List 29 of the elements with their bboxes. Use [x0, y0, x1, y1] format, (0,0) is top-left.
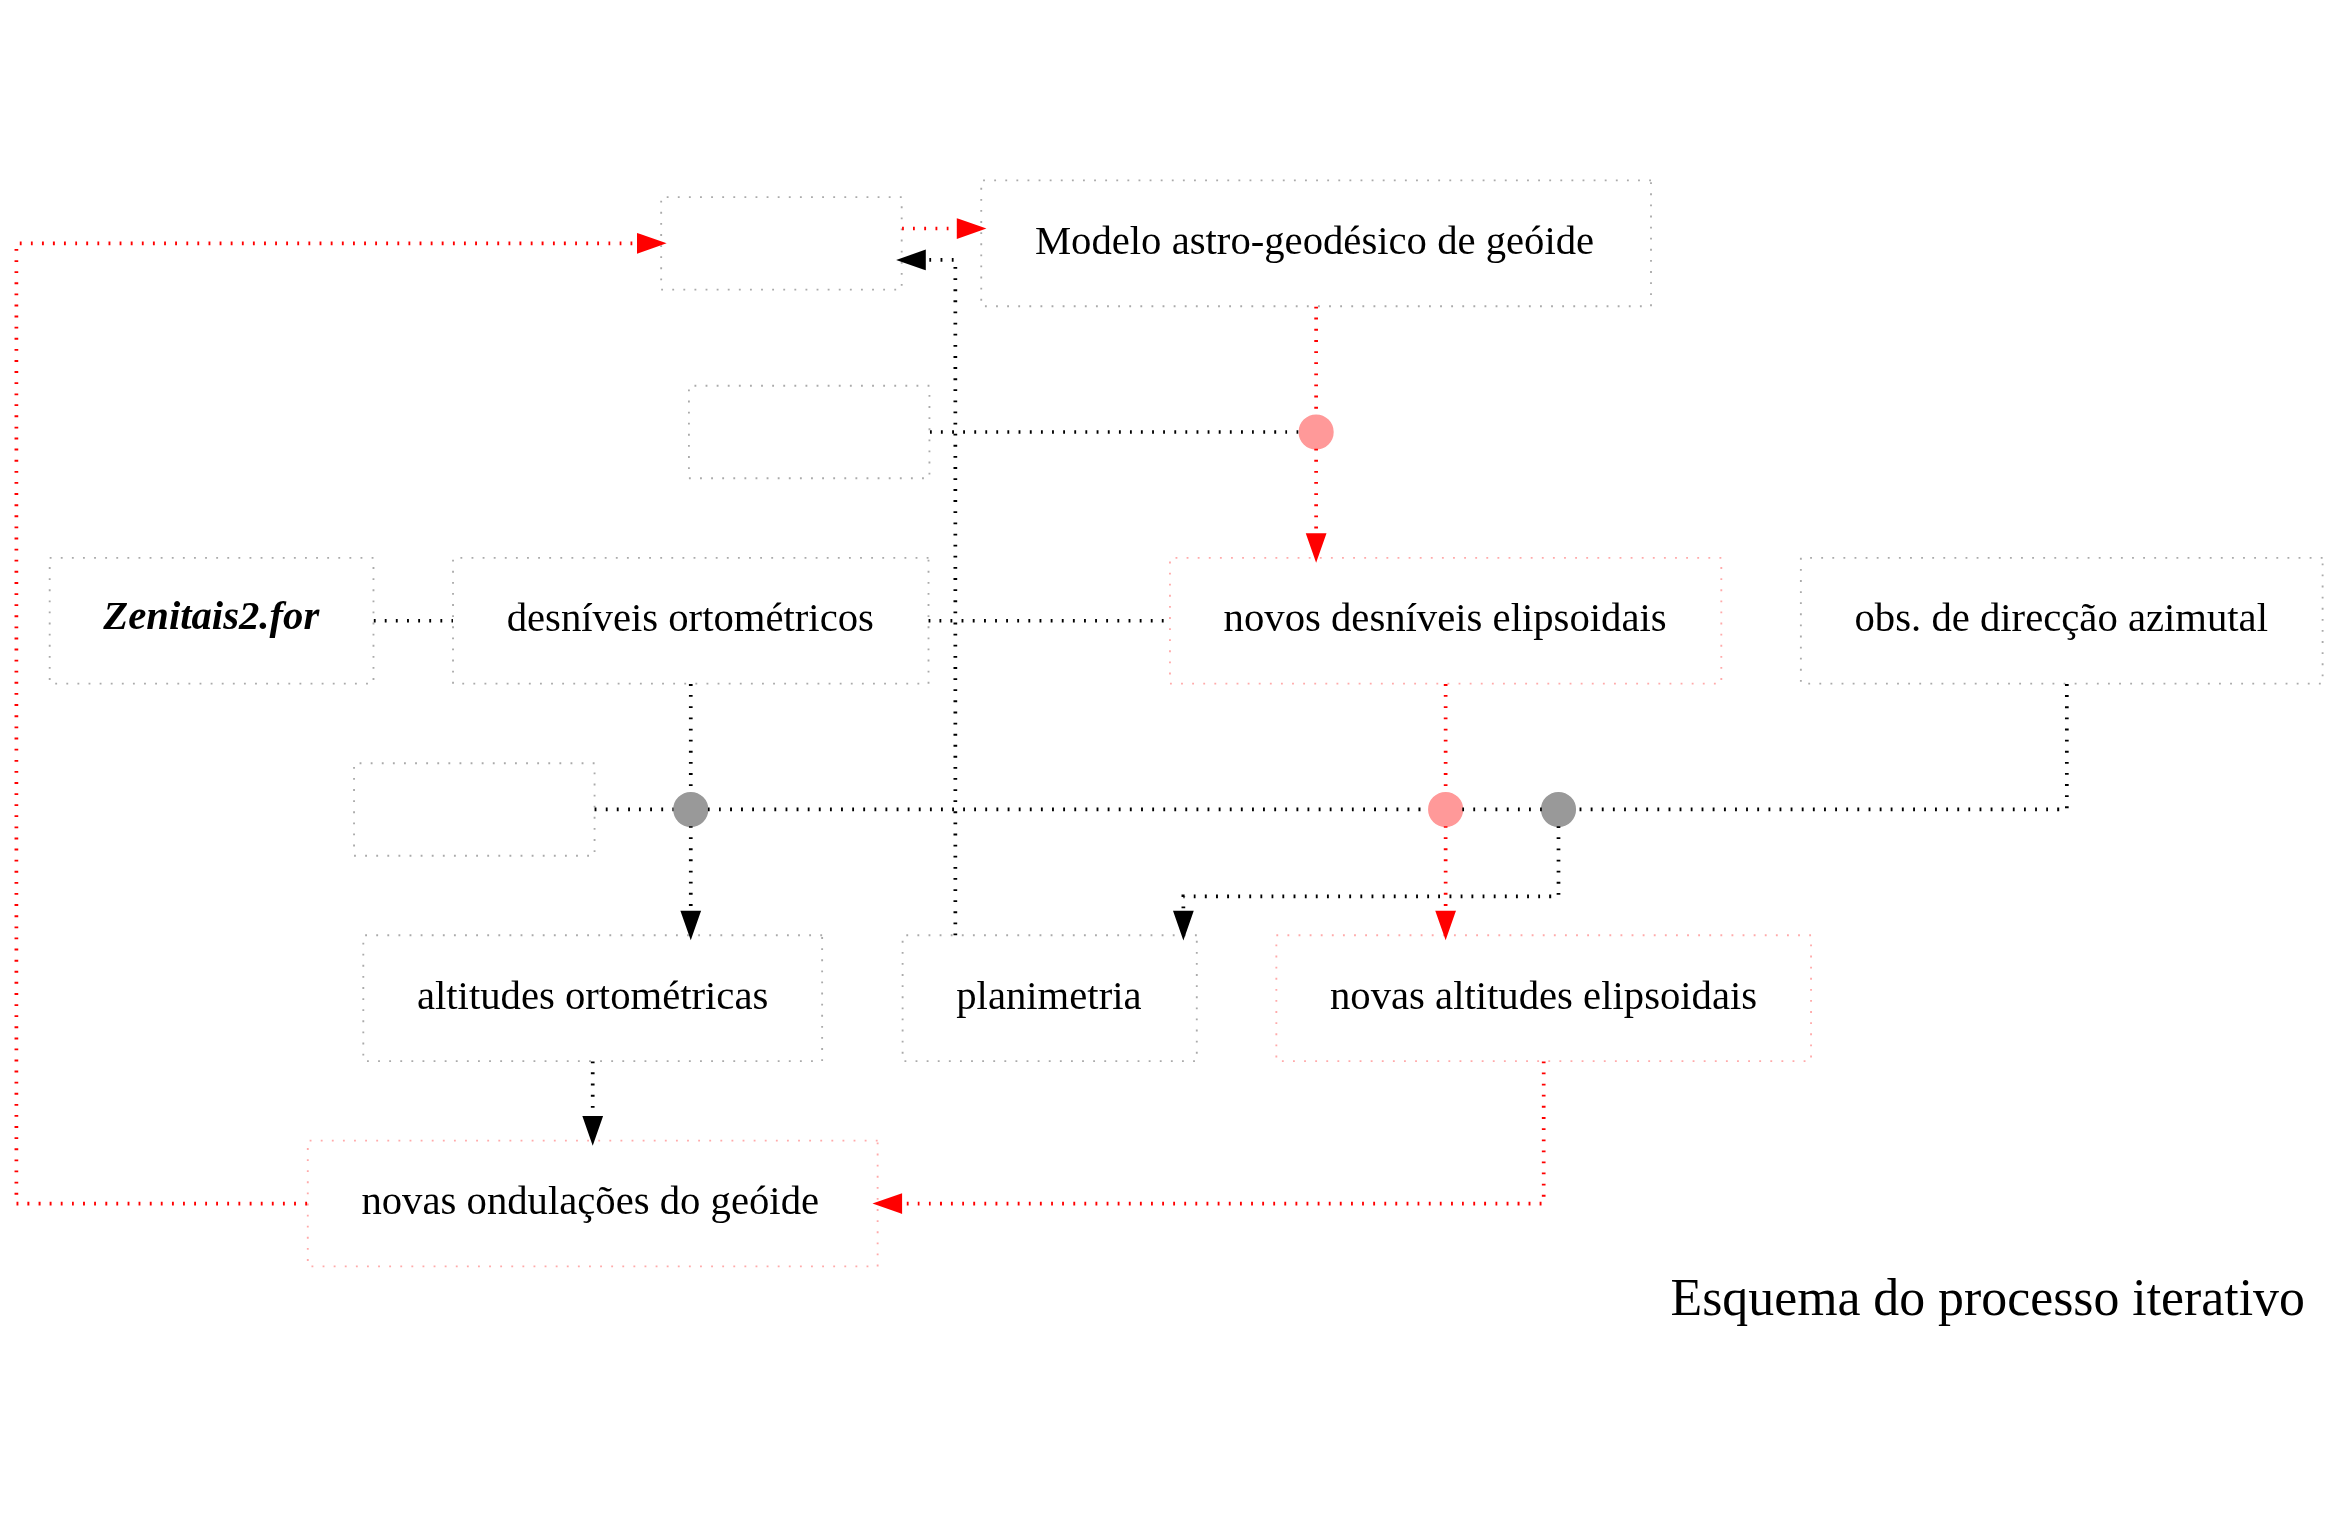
- arrow: [902, 218, 987, 239]
- arrow: [872, 1061, 1546, 1214]
- node-circle: [1298, 414, 1334, 450]
- node-box: desníveis ortométricos: [452, 556, 930, 685]
- node-box: [660, 196, 903, 291]
- node-circle: [1540, 791, 1577, 828]
- connector: [1462, 807, 1542, 812]
- arrow: [582, 1061, 604, 1146]
- node-box: Zenitais2.for: [48, 556, 375, 685]
- arrow: [896, 249, 958, 936]
- node-box: novas ondulações do geóide: [306, 1139, 879, 1268]
- node-box: Modelo astro-geodésico de geóide: [980, 179, 1652, 308]
- node-box: [688, 384, 931, 480]
- node-box: novas altitudes elipsoidais: [1275, 934, 1812, 1062]
- node-box: [353, 762, 596, 857]
- node-box: altitudes ortométricas: [362, 934, 824, 1062]
- arrow: [1435, 826, 1456, 941]
- arrow: [680, 826, 702, 941]
- connector: [594, 807, 674, 812]
- node-box: obs. de direcção azimutal: [1799, 556, 2324, 685]
- node-circle: [1428, 791, 1464, 828]
- arrow: [1305, 448, 1327, 563]
- connector: [373, 618, 453, 623]
- node-box: novos desníveis elipsoidais: [1169, 556, 1723, 685]
- arrow: [14, 232, 667, 1206]
- node-circle: [673, 791, 709, 828]
- caption: Esquema do processo iterativo: [1670, 1269, 2305, 1327]
- node-box: planimetria: [901, 934, 1198, 1062]
- arrow: [1173, 826, 1561, 941]
